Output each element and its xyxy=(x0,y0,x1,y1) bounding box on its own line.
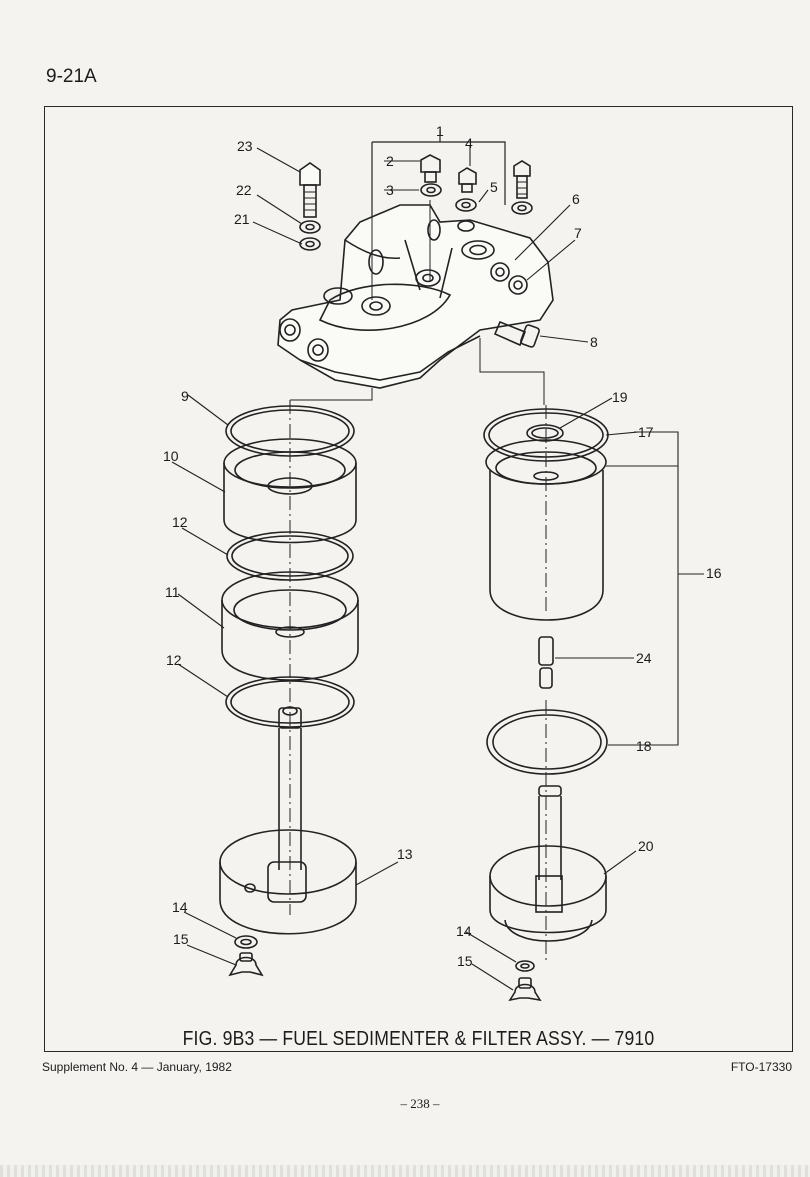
callout-12-lower: 12 xyxy=(166,652,182,668)
callout-13: 13 xyxy=(397,846,413,862)
callout-20: 20 xyxy=(638,838,654,854)
callout-3: 3 xyxy=(386,182,394,198)
figure-frame xyxy=(44,106,793,1052)
footer-supplement: Supplement No. 4 — January, 1982 xyxy=(42,1060,232,1074)
callout-1: 1 xyxy=(436,123,444,139)
callout-14-left: 14 xyxy=(172,899,188,915)
screw-8 xyxy=(493,320,540,348)
callout-4: 4 xyxy=(465,135,473,151)
callout-19: 19 xyxy=(612,389,628,405)
filter-head xyxy=(277,204,554,389)
center-lines xyxy=(289,400,547,960)
callout-11: 11 xyxy=(165,584,180,600)
callout-6: 6 xyxy=(572,191,580,207)
leader-lines xyxy=(171,146,704,991)
callout-17: 17 xyxy=(638,424,654,440)
bolt-2 xyxy=(420,154,442,197)
callout-9: 9 xyxy=(181,388,189,404)
callout-10: 10 xyxy=(163,448,179,464)
bolt-5 xyxy=(511,160,533,215)
callout-16: 16 xyxy=(706,565,722,581)
figure-caption: FIG. 9B3 — FUEL SEDIMENTER & FILTER ASSY… xyxy=(182,1028,655,1050)
bolt-23 xyxy=(299,162,321,251)
right-filter-parts xyxy=(483,408,609,1002)
callout-2: 2 xyxy=(386,153,394,169)
left-sedimenter-parts xyxy=(219,405,359,977)
callout-8: 8 xyxy=(590,334,598,350)
scan-edge xyxy=(0,1165,810,1177)
callout-12-upper: 12 xyxy=(172,514,188,530)
callout-15-right: 15 xyxy=(457,953,473,969)
callout-5: 5 xyxy=(490,179,498,195)
callout-23: 23 xyxy=(237,138,253,154)
callout-21: 21 xyxy=(234,211,250,227)
page-number: 9-21A xyxy=(46,66,97,87)
callout-24: 24 xyxy=(636,650,652,666)
callout-7: 7 xyxy=(574,225,582,241)
sheet-number: – 238 – xyxy=(400,1096,440,1111)
callout-14-right: 14 xyxy=(456,923,472,939)
footer-part-number: FTO-17330 xyxy=(730,1060,792,1074)
assembly-paths xyxy=(290,190,545,405)
bolt-4 xyxy=(455,167,477,232)
callout-15-left: 15 xyxy=(173,931,189,947)
callout-22: 22 xyxy=(236,182,252,198)
callout-18: 18 xyxy=(636,738,652,754)
